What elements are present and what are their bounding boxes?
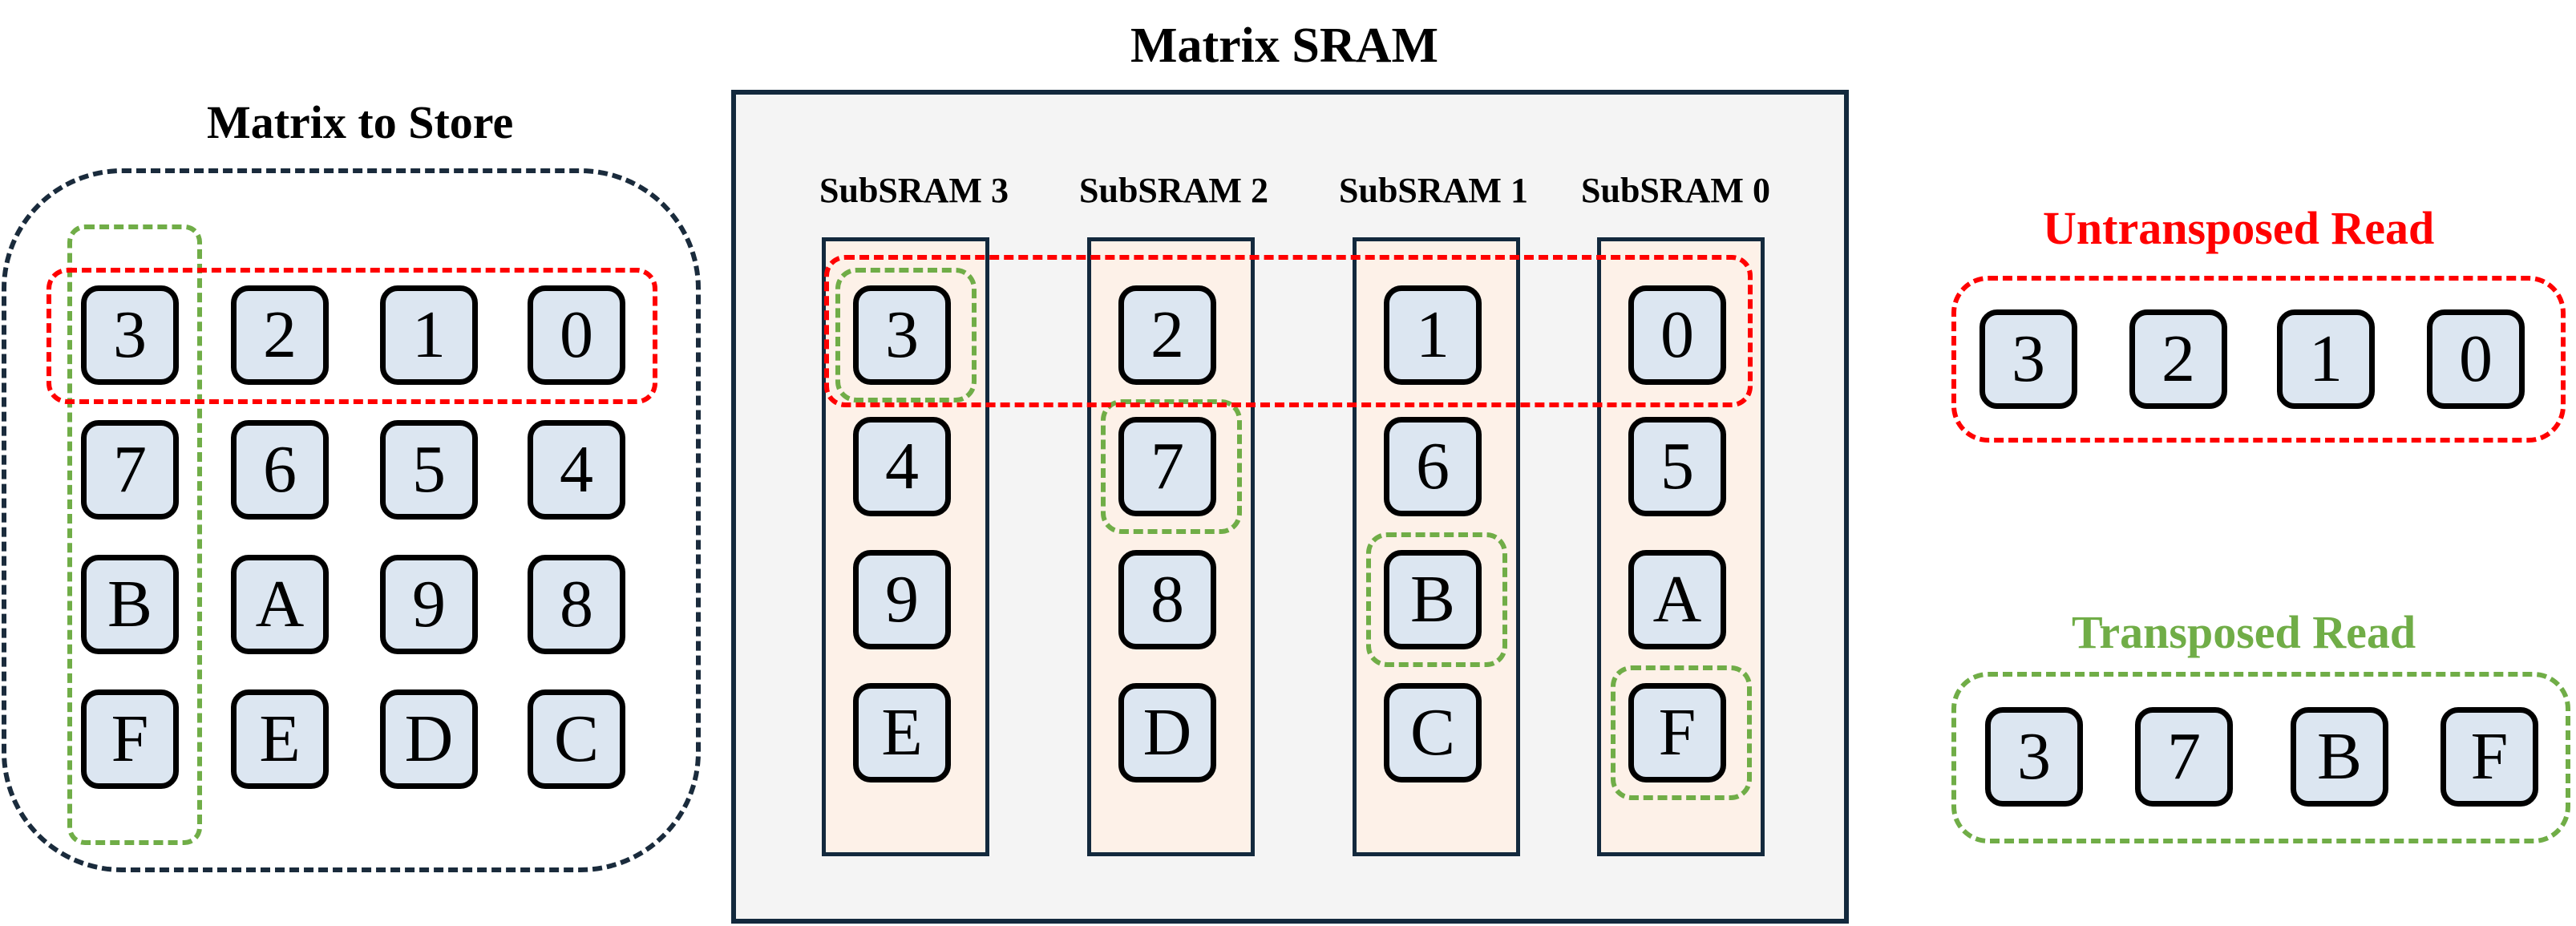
matrix-to-store-title: Matrix to Store xyxy=(207,96,514,148)
untransposed-read-cell: 0 xyxy=(2427,309,2525,409)
subsram-cell: 4 xyxy=(853,417,951,516)
subsram-cell: 1 xyxy=(1384,285,1482,385)
subsram-cell: 7 xyxy=(1118,417,1216,516)
untransposed-read-title: Untransposed Read xyxy=(2043,202,2435,254)
subsram-cell: E xyxy=(853,683,951,782)
transposed-column-highlight xyxy=(67,224,202,845)
subsram-cell: 0 xyxy=(1628,285,1726,385)
untransposed-read-cell: 3 xyxy=(1980,309,2077,409)
matrix-cell: 7 xyxy=(81,420,179,520)
subsram-label: SubSRAM 1 xyxy=(1339,171,1528,210)
matrix-cell: 0 xyxy=(528,285,625,385)
subsram-cell: C xyxy=(1384,683,1482,782)
subsram-cell: 6 xyxy=(1384,417,1482,516)
transposed-read-cell: 3 xyxy=(1985,707,2083,807)
subsram-label: SubSRAM 3 xyxy=(819,171,1009,210)
matrix-cell: 6 xyxy=(231,420,329,520)
subsram-cell: A xyxy=(1628,550,1726,649)
matrix-cell: F xyxy=(81,689,179,789)
subsram-cell: 8 xyxy=(1118,550,1216,649)
matrix-cell: B xyxy=(81,555,179,654)
untransposed-read-cell: 2 xyxy=(2129,309,2227,409)
untransposed-read-group xyxy=(1951,276,2566,443)
matrix-cell: 5 xyxy=(380,420,478,520)
subsram-cell: 2 xyxy=(1118,285,1216,385)
matrix-cell: 3 xyxy=(81,285,179,385)
matrix-cell: 1 xyxy=(380,285,478,385)
transposed-element-highlight xyxy=(1366,532,1507,667)
untransposed-row-highlight xyxy=(47,268,657,404)
matrix-cell: A xyxy=(231,555,329,654)
matrix-cell: 8 xyxy=(528,555,625,654)
subsram-cell: F xyxy=(1628,683,1726,782)
untransposed-read-cell: 1 xyxy=(2277,309,2375,409)
matrix-cell: 9 xyxy=(380,555,478,654)
transposed-read-group xyxy=(1951,672,2570,843)
subsram-cell: B xyxy=(1384,550,1482,649)
subsram-cell: 5 xyxy=(1628,417,1726,516)
matrix-cell: 2 xyxy=(231,285,329,385)
matrix-cell: 4 xyxy=(528,420,625,520)
untransposed-row-highlight xyxy=(824,255,1753,407)
subsram-cell: 9 xyxy=(853,550,951,649)
matrix-cell: E xyxy=(231,689,329,789)
transposed-read-cell: F xyxy=(2441,707,2538,807)
matrix-sram-title: Matrix SRAM xyxy=(1130,18,1438,73)
subsram-cell: D xyxy=(1118,683,1216,782)
transposed-read-title: Transposed Read xyxy=(2072,606,2416,658)
transposed-element-highlight xyxy=(1101,399,1242,534)
transposed-element-highlight xyxy=(1611,665,1752,800)
subsram-label: SubSRAM 0 xyxy=(1581,171,1770,210)
matrix-to-store-container xyxy=(2,168,701,872)
transposed-read-cell: 7 xyxy=(2135,707,2233,807)
subsram-label: SubSRAM 2 xyxy=(1079,171,1268,210)
matrix-cell: C xyxy=(528,689,625,789)
subsram-cell: 3 xyxy=(853,285,951,385)
transposed-element-highlight xyxy=(835,268,977,402)
transposed-read-cell: B xyxy=(2291,707,2388,807)
matrix-cell: D xyxy=(380,689,478,789)
